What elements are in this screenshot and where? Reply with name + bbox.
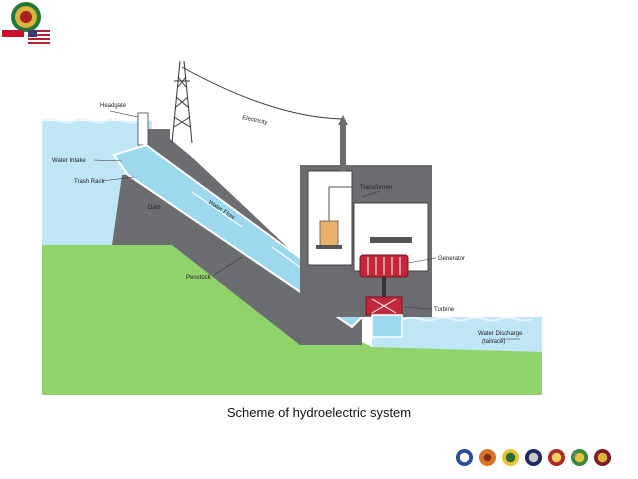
university-seal-orange-icon xyxy=(478,448,497,467)
transmission-tower xyxy=(171,60,193,144)
label-electricity: Electricity xyxy=(242,115,268,126)
label-trash-rack: Trash Rack xyxy=(74,179,105,185)
partner-logos xyxy=(455,448,612,467)
university-seal-green-icon xyxy=(570,448,589,467)
hydroelectric-diagram: Headgate Electricity Water Intake Trash … xyxy=(42,47,542,395)
university-logo xyxy=(2,2,50,44)
power-line xyxy=(181,66,343,120)
label-water-discharge: Water Discharge xyxy=(478,331,523,337)
slide-caption: Scheme of hydroelectric system xyxy=(226,405,412,420)
university-seal-navy-icon xyxy=(524,448,543,467)
label-water-intake: Water Intake xyxy=(52,158,86,164)
label-headgate: Headgate xyxy=(100,103,127,109)
university-seal-yellow-icon xyxy=(501,448,520,467)
headgate-gate xyxy=(137,112,149,146)
university-seal-maroon-icon xyxy=(593,448,612,467)
transformer-room xyxy=(307,170,353,266)
label-penstock: Penstock xyxy=(186,275,212,281)
university-seal-red-icon xyxy=(547,448,566,467)
label-transformer: Transformer xyxy=(360,185,392,191)
transformer-unit xyxy=(319,220,339,248)
slide-number: 3 xyxy=(572,449,578,459)
label-tailrace: (tailrace) xyxy=(482,339,505,345)
discharge-pipe xyxy=(371,314,403,338)
label-generator: Generator xyxy=(438,256,465,262)
label-dam: Dam xyxy=(148,205,161,211)
university-seal-blue-icon xyxy=(455,448,474,467)
label-turbine: Turbine xyxy=(434,307,455,313)
